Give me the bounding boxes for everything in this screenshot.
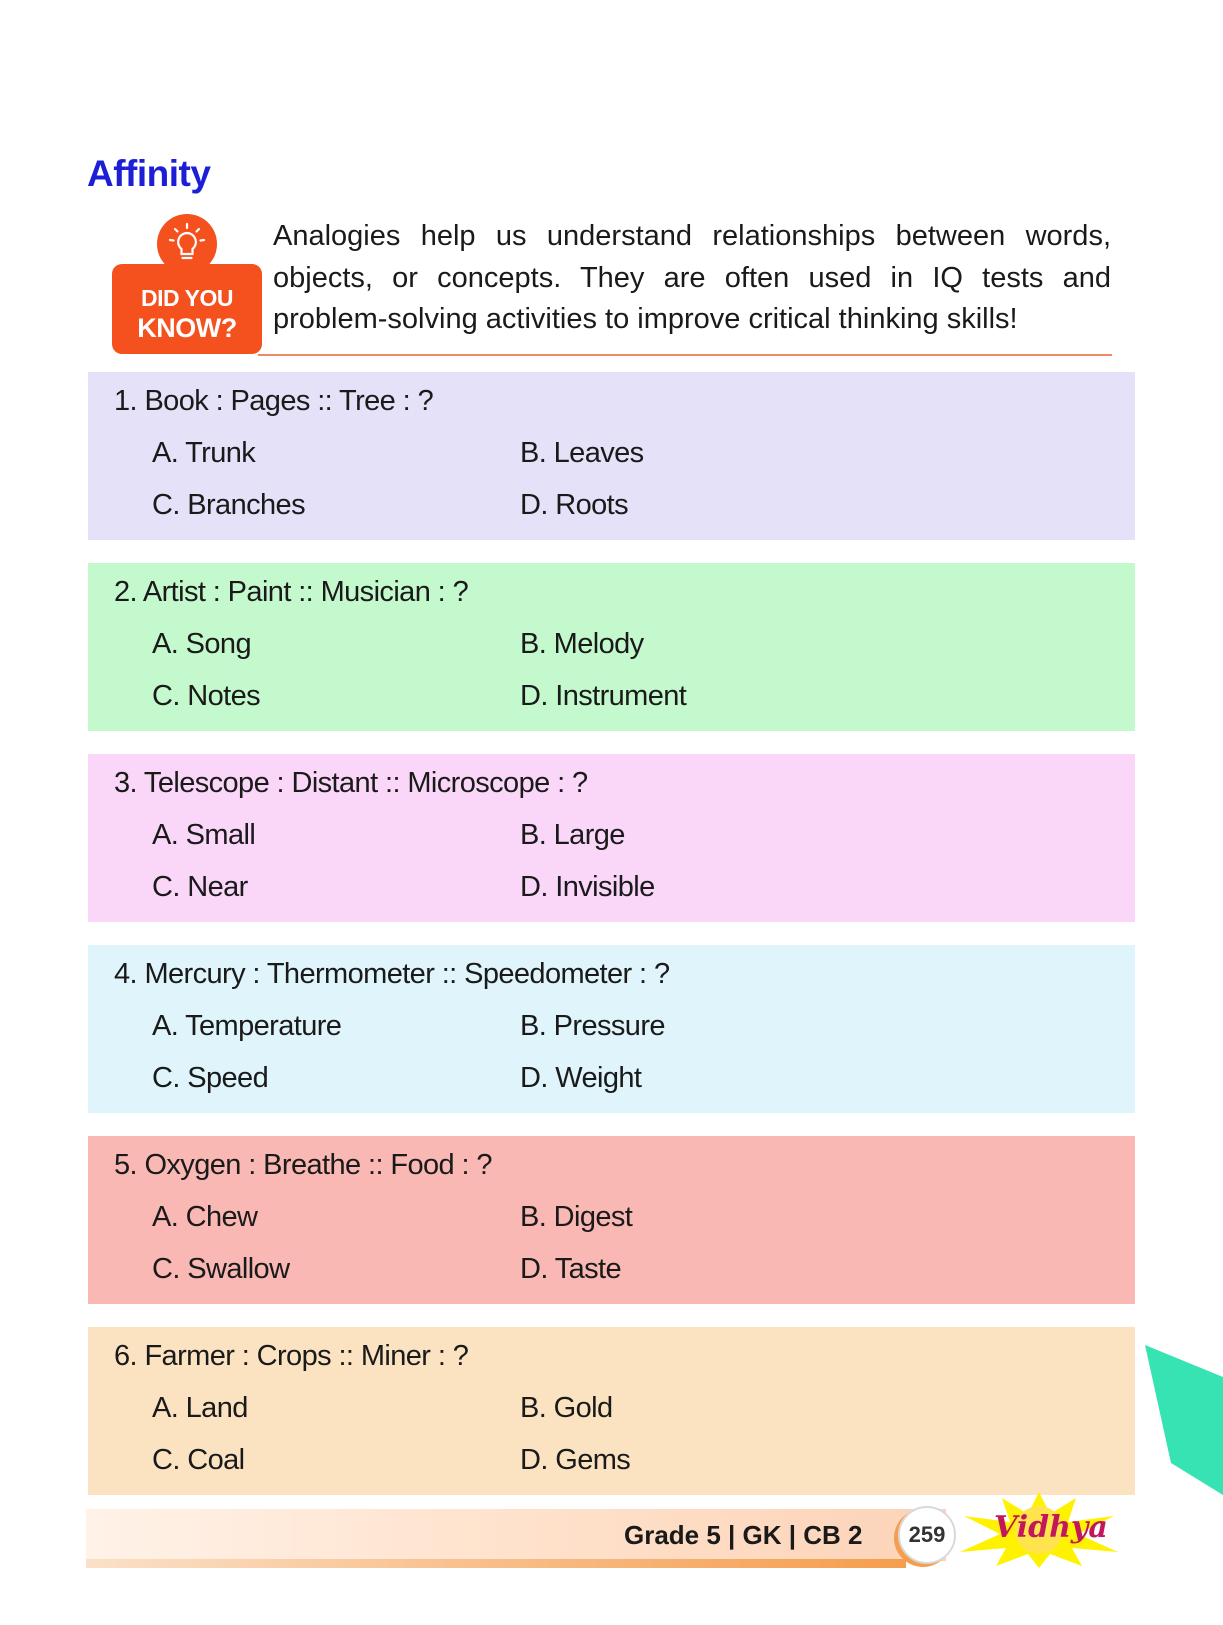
did-you-know-line2: KNOW? xyxy=(137,313,237,343)
question-card: 1. Book : Pages :: Tree : ? A. Trunk B. … xyxy=(88,372,1135,540)
question-text: 6. Farmer : Crops :: Miner : ? xyxy=(114,1340,469,1372)
question-card: 2. Artist : Paint :: Musician : ? A. Son… xyxy=(88,563,1135,731)
page-number: 259 xyxy=(898,1506,956,1564)
footer-course-label: Grade 5 | GK | CB 2 xyxy=(624,1520,863,1550)
option-d[interactable]: D. Invisible xyxy=(520,871,655,903)
divider xyxy=(258,354,1112,356)
did-you-know-label: DID YOU KNOW? xyxy=(112,264,262,354)
question-card: 3. Telescope : Distant :: Microscope : ?… xyxy=(88,754,1135,922)
brand-logo: Vidhya xyxy=(954,1490,1124,1568)
option-a[interactable]: A. Trunk xyxy=(152,437,256,469)
question-card: 5. Oxygen : Breathe :: Food : ? A. Chew … xyxy=(88,1136,1135,1304)
did-you-know-line1: DID YOU xyxy=(141,285,233,311)
option-b[interactable]: B. Leaves xyxy=(520,437,644,469)
question-text: 3. Telescope : Distant :: Microscope : ? xyxy=(114,767,588,799)
question-text: 1. Book : Pages :: Tree : ? xyxy=(114,385,434,417)
option-d[interactable]: D. Gems xyxy=(520,1444,631,1476)
option-d[interactable]: D. Taste xyxy=(520,1253,622,1285)
option-c[interactable]: C. Notes xyxy=(152,680,261,712)
did-you-know-badge: DID YOU KNOW? xyxy=(112,214,262,354)
option-c[interactable]: C. Near xyxy=(152,871,248,903)
footer-band xyxy=(86,1509,946,1561)
question-card: 6. Farmer : Crops :: Miner : ? A. Land B… xyxy=(88,1327,1135,1495)
option-c[interactable]: C. Speed xyxy=(152,1062,269,1094)
option-a[interactable]: A. Land xyxy=(152,1392,248,1424)
sunburst-icon xyxy=(960,1492,1118,1568)
question-card: 4. Mercury : Thermometer :: Speedometer … xyxy=(88,945,1135,1113)
option-a[interactable]: A. Temperature xyxy=(152,1010,342,1042)
option-a[interactable]: A. Chew xyxy=(152,1201,258,1233)
did-you-know-text: Analogies help us understand relationshi… xyxy=(273,220,1111,335)
option-b[interactable]: B. Gold xyxy=(520,1392,613,1424)
option-c[interactable]: C. Coal xyxy=(152,1444,245,1476)
question-text: 5. Oxygen : Breathe :: Food : ? xyxy=(114,1149,493,1181)
question-text: 4. Mercury : Thermometer :: Speedometer … xyxy=(114,958,670,990)
option-d[interactable]: D. Roots xyxy=(520,489,629,521)
lightbulb-icon xyxy=(157,214,217,274)
logo-text: Vidhya xyxy=(994,1510,1108,1545)
option-a[interactable]: A. Song xyxy=(152,628,252,660)
option-d[interactable]: D. Weight xyxy=(520,1062,642,1094)
option-c[interactable]: C. Branches xyxy=(152,489,306,521)
option-b[interactable]: B. Melody xyxy=(520,628,644,660)
option-d[interactable]: D. Instrument xyxy=(520,680,687,712)
option-a[interactable]: A. Small xyxy=(152,819,256,851)
decorative-shape xyxy=(1145,1345,1223,1495)
page-title: Affinity xyxy=(87,153,211,194)
question-text: 2. Artist : Paint :: Musician : ? xyxy=(114,576,469,608)
option-b[interactable]: B. Digest xyxy=(520,1201,633,1233)
option-c[interactable]: C. Swallow xyxy=(152,1253,290,1285)
option-b[interactable]: B. Large xyxy=(520,819,625,851)
option-b[interactable]: B. Pressure xyxy=(520,1010,666,1042)
footer-line xyxy=(86,1559,906,1568)
